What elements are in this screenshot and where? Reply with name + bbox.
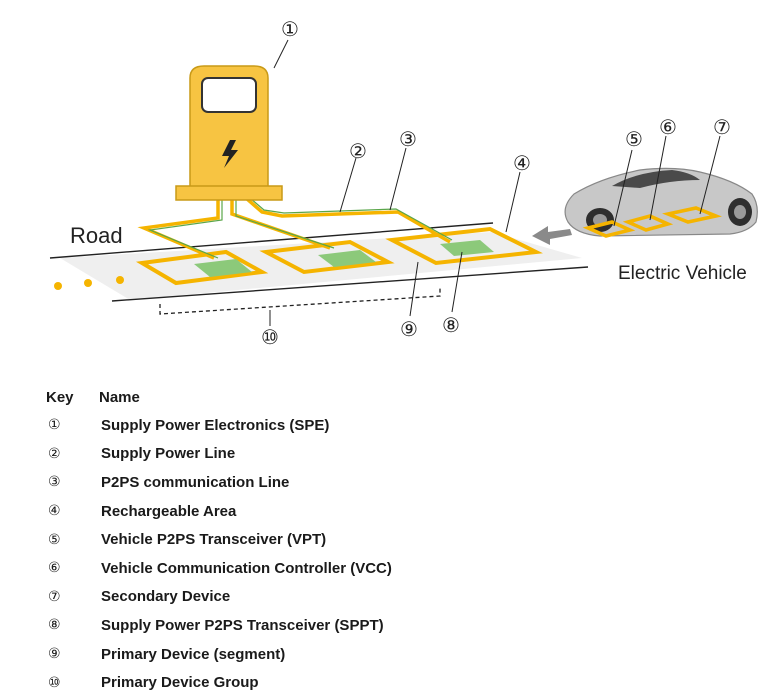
leader-line <box>339 157 357 213</box>
key-number: ⑨ <box>48 646 61 663</box>
leader-line <box>613 149 633 227</box>
continuation-dot <box>84 279 92 287</box>
key-number: ② <box>48 445 61 462</box>
key-name: Vehicle P2PS Transceiver (VPT) <box>101 531 327 549</box>
key-row: ⑤ Vehicle P2PS Transceiver (VPT) <box>46 525 746 554</box>
key-name: Primary Device (segment) <box>101 645 286 663</box>
key-number: ⑥ <box>48 560 61 577</box>
key-name: Supply Power Line <box>101 445 236 463</box>
callout-7: ⑦ <box>713 117 731 139</box>
secondary-device <box>662 206 722 224</box>
supply-power-line <box>230 198 331 250</box>
primary-device-segment <box>385 226 543 266</box>
callout-5: ⑤ <box>625 129 643 151</box>
key-row: ② Supply Power Line <box>46 440 746 469</box>
key-name: P2PS communication Line <box>101 473 290 491</box>
key-name: Rechargeable Area <box>101 502 237 520</box>
electric-vehicle-label: Electric Vehicle <box>618 263 747 284</box>
callout-6: ⑥ <box>659 117 677 139</box>
leader-line <box>389 147 407 211</box>
key-number: ① <box>48 417 61 434</box>
road-edge-top <box>49 222 494 259</box>
dynamic-charging-diagram: Road Electric Vehicle ① ② ③ ④ ⑤ ⑥ ⑦ ⑧ ⑨ … <box>49 19 758 349</box>
key-table-header: Key Name <box>46 383 746 411</box>
key-row: ① Supply Power Electronics (SPE) <box>46 411 746 440</box>
key-number: ⑧ <box>48 617 61 634</box>
p2ps-communication-line <box>249 197 453 241</box>
key-row: ⑥ Vehicle Communication Controller (VCC) <box>46 554 746 583</box>
leader-line <box>699 135 721 215</box>
callout-8: ⑧ <box>442 315 460 337</box>
key-name: Supply Power Electronics (SPE) <box>101 416 330 434</box>
leader-line <box>451 251 463 313</box>
p2ps-communication-line <box>147 198 223 259</box>
sppt-pad <box>194 259 252 277</box>
key-name: Primary Device Group <box>101 674 259 692</box>
primary-device-group-bracket <box>159 288 441 315</box>
sppt-pad <box>318 250 376 267</box>
road-surface <box>60 232 582 300</box>
key-number: ④ <box>48 503 61 520</box>
leader-line <box>273 39 289 69</box>
key-number: ⑦ <box>48 588 61 605</box>
vehicle-communication-controller <box>622 214 674 232</box>
key-number: ⑩ <box>48 674 61 691</box>
key-number: ③ <box>48 474 61 491</box>
key-number: ⑤ <box>48 531 61 548</box>
callout-4: ④ <box>513 153 531 175</box>
supply-power-line <box>244 196 451 244</box>
leader-line <box>649 135 667 221</box>
road-edge-bottom <box>111 266 589 302</box>
callout-9: ⑨ <box>400 319 418 341</box>
key-column-header: Key <box>46 388 74 406</box>
key-row: ⑩ Primary Device Group <box>46 668 746 697</box>
arrow-left-icon <box>532 226 572 245</box>
primary-device-segment <box>135 249 269 286</box>
key-row: ④ Rechargeable Area <box>46 497 746 526</box>
name-column-header: Name <box>99 388 140 406</box>
key-row: ⑨ Primary Device (segment) <box>46 640 746 669</box>
supply-power-electronics-station <box>175 65 283 201</box>
road-label: Road <box>70 223 123 248</box>
leader-line <box>409 261 419 317</box>
p2ps-communication-line <box>235 198 335 249</box>
key-table: Key Name ① Supply Power Electronics (SPE… <box>46 383 746 697</box>
key-row: ⑦ Secondary Device <box>46 583 746 612</box>
supply-power-line <box>137 198 220 260</box>
key-name: Secondary Device <box>101 588 231 606</box>
key-row: ⑧ Supply Power P2PS Transceiver (SPPT) <box>46 611 746 640</box>
key-name: Supply Power P2PS Transceiver (SPPT) <box>101 616 384 634</box>
callout-2: ② <box>349 141 367 163</box>
callout-3: ③ <box>399 129 417 151</box>
lightning-bolt-icon <box>222 140 238 168</box>
continuation-dot <box>54 282 62 290</box>
vehicle-p2ps-transceiver <box>582 220 636 238</box>
key-name: Vehicle Communication Controller (VCC) <box>101 559 392 577</box>
callout-1: ① <box>281 19 299 41</box>
leader-line <box>505 171 521 233</box>
key-row: ③ P2PS communication Line <box>46 468 746 497</box>
callout-10: ⑩ <box>261 327 279 349</box>
continuation-dot <box>116 276 124 284</box>
sppt-pad <box>440 240 494 256</box>
